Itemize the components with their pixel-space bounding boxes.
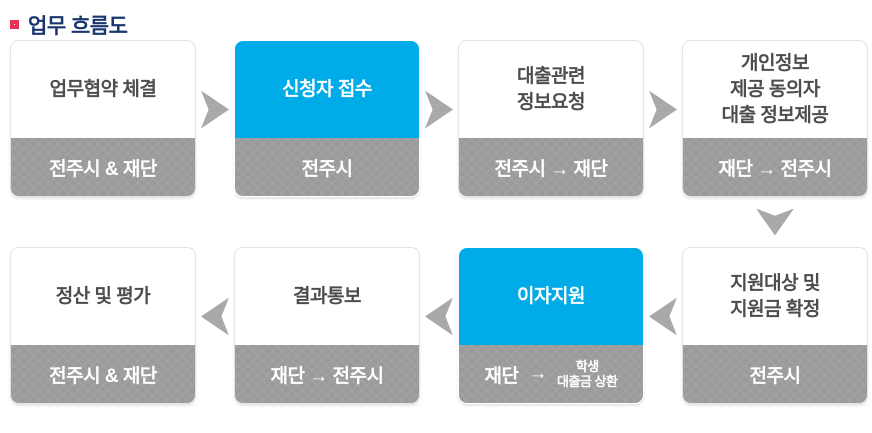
step-3-footer-text: 전주시 → 재단 [494, 158, 608, 180]
step-6-label: 이자지원 [517, 285, 585, 307]
flow-row-1: 업무협약 체결 전주시 & 재단 신청자 접수 전주시 [10, 40, 872, 197]
arrow-cell-5 [420, 238, 458, 395]
step-7-label: 결과통보 [293, 285, 361, 307]
step-6-body: 이자지원 [459, 248, 643, 345]
page-header: 업무 흐름도 [0, 0, 872, 38]
step-8-footer-text: 전주시 & 재단 [49, 365, 157, 387]
arrow-right-icon [425, 90, 453, 129]
step-2-footer: 전주시 [235, 138, 419, 196]
step-1-label: 업무협약 체결 [49, 78, 157, 100]
step-5-body: 지원대상 및 지원금 확정 [683, 248, 867, 345]
step-8-label: 정산 및 평가 [55, 285, 151, 307]
arrow-cell-3 [644, 31, 682, 188]
flow-row-2: 정산 및 평가 전주시 & 재단 결과통보 재단 → 전주시 [10, 247, 872, 404]
arrow-cell-1 [196, 31, 234, 188]
step-5-card: 지원대상 및 지원금 확정 전주시 [682, 247, 868, 404]
step-8-body: 정산 및 평가 [11, 248, 195, 345]
step-4-footer: 재단 → 전주시 [683, 138, 867, 196]
step-2-label: 신청자 접수 [282, 78, 372, 100]
step-7-footer-text: 재단 → 전주시 [270, 365, 384, 387]
arrow-down-icon [756, 208, 794, 236]
arrow-left-icon [649, 297, 677, 336]
step-3-footer: 전주시 → 재단 [459, 138, 643, 196]
step-5-label: 지원대상 및 지원금 확정 [730, 272, 820, 320]
arrow-left-icon [425, 297, 453, 336]
step-1-footer: 전주시 & 재단 [11, 138, 195, 196]
step-1-body: 업무협약 체결 [11, 41, 195, 138]
arrow-cell-2 [420, 31, 458, 188]
step-6-footer: 재단 → 학생 대출금 상환 [459, 345, 643, 403]
step-4-body: 개인정보 제공 동의자 대출 정보제공 [683, 41, 867, 138]
step-7-card: 결과통보 재단 → 전주시 [234, 247, 420, 404]
arrow-cell-down [682, 197, 868, 247]
arrow-left-icon [201, 297, 229, 336]
step-4-footer-text: 재단 → 전주시 [718, 158, 832, 180]
step-6-footer-stack-bottom: 대출금 상환 [557, 374, 618, 389]
step-2-body: 신청자 접수 [235, 41, 419, 138]
step-4-card: 개인정보 제공 동의자 대출 정보제공 재단 → 전주시 [682, 40, 868, 197]
step-5-footer-text: 전주시 [749, 365, 801, 387]
step-3-body: 대출관련 정보요청 [459, 41, 643, 138]
step-6-footer-from: 재단 [484, 365, 519, 387]
step-3-card: 대출관련 정보요청 전주시 → 재단 [458, 40, 644, 197]
step-8-footer: 전주시 & 재단 [11, 345, 195, 403]
arrow-right-icon [201, 90, 229, 129]
workflow-flow: 업무협약 체결 전주시 & 재단 신청자 접수 전주시 [0, 40, 872, 404]
step-2-card: 신청자 접수 전주시 [234, 40, 420, 197]
step-3-label: 대출관련 정보요청 [517, 65, 585, 113]
arrow-cell-4 [196, 238, 234, 395]
step-4-label: 개인정보 제공 동의자 대출 정보제공 [721, 52, 829, 126]
page-title: 업무 흐름도 [28, 14, 128, 38]
step-1-footer-text: 전주시 & 재단 [49, 158, 157, 180]
arrow-right-icon [649, 90, 677, 129]
step-5-footer: 전주시 [683, 345, 867, 403]
step-6-card: 이자지원 재단 → 학생 대출금 상환 [458, 247, 644, 404]
step-8-card: 정산 및 평가 전주시 & 재단 [10, 247, 196, 404]
step-6-footer-arrow: → [528, 363, 548, 384]
title-bullet-icon [10, 20, 19, 29]
step-7-footer: 재단 → 전주시 [235, 345, 419, 403]
step-6-footer-stack: 학생 대출금 상환 [557, 359, 618, 389]
step-1-card: 업무협약 체결 전주시 & 재단 [10, 40, 196, 197]
step-2-footer-text: 전주시 [301, 158, 353, 180]
step-7-body: 결과통보 [235, 248, 419, 345]
step-6-footer-stack-top: 학생 [575, 359, 599, 374]
flow-connector-row [10, 197, 872, 247]
arrow-cell-6 [644, 238, 682, 395]
